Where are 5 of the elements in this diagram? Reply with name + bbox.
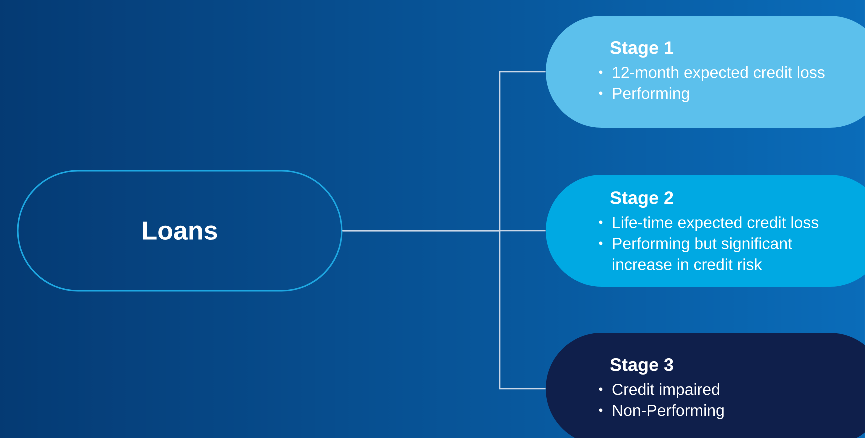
stage-pill: Stage 1 12-month expected credit loss Performing: [546, 16, 865, 128]
loans-pill: Loans: [17, 170, 343, 292]
stage-pill: Stage 3 Credit impaired Non-Performing: [546, 332, 865, 438]
connector-line: [342, 230, 546, 390]
stage-pill: Stage 2 Life-time expected credit loss Performing but significant increase in credit risk: [546, 175, 865, 287]
